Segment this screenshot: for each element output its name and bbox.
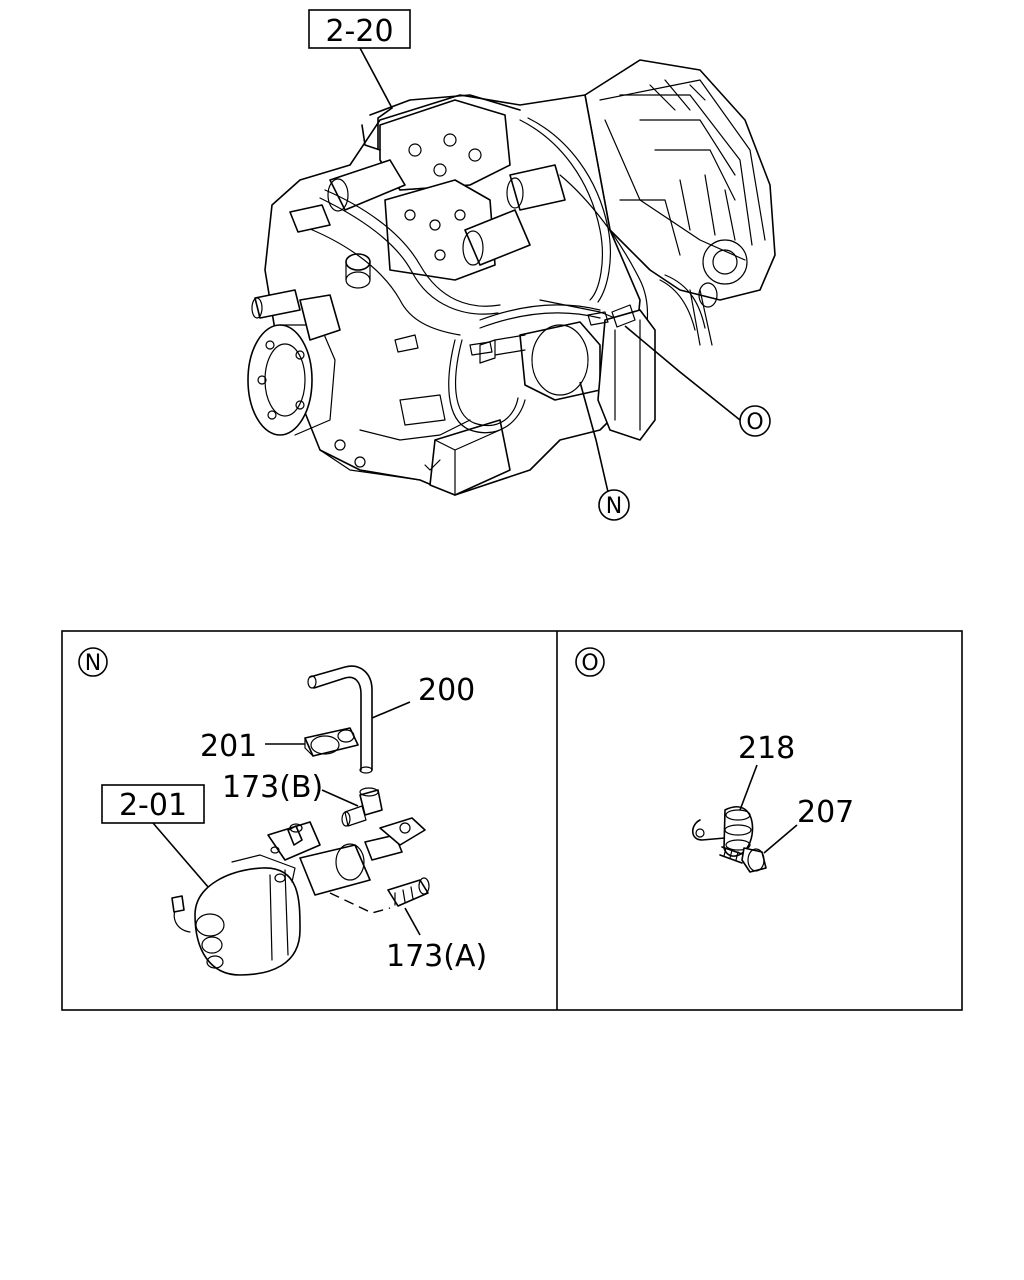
detail-o: O 218 207 [575,647,854,873]
detail-n-marker: N [85,651,101,676]
ref-2-20-label: 2-20 [325,14,393,49]
marker-n-main: N [579,381,630,521]
part-173a-switch [387,877,430,907]
part-173b-fitting [341,787,383,827]
ref-2-01-label: 2-01 [119,788,187,823]
label-201: 201 [200,729,257,764]
detail-n: N 200 201 173(B) [78,647,487,976]
label-173a: 173(A) [386,939,487,974]
ref-2-20: 2-20 [308,9,411,150]
label-207: 207 [797,795,854,830]
marker-o-main-label: O [746,410,763,435]
transmission-assembly [247,59,776,496]
label-173b: 173(B) [222,770,323,805]
label-218: 218 [738,731,795,766]
clutch-booster [171,817,426,976]
detail-o-marker: O [581,651,598,676]
ref-2-01: 2-01 [101,784,216,896]
detail-panels [61,630,963,1011]
part-207-bolt [719,846,767,873]
part-201-clip [304,727,359,757]
marker-n-main-label: N [606,494,622,519]
part-200-pipe [307,665,373,774]
marker-o-main: O [624,325,771,437]
label-200: 200 [418,673,475,708]
